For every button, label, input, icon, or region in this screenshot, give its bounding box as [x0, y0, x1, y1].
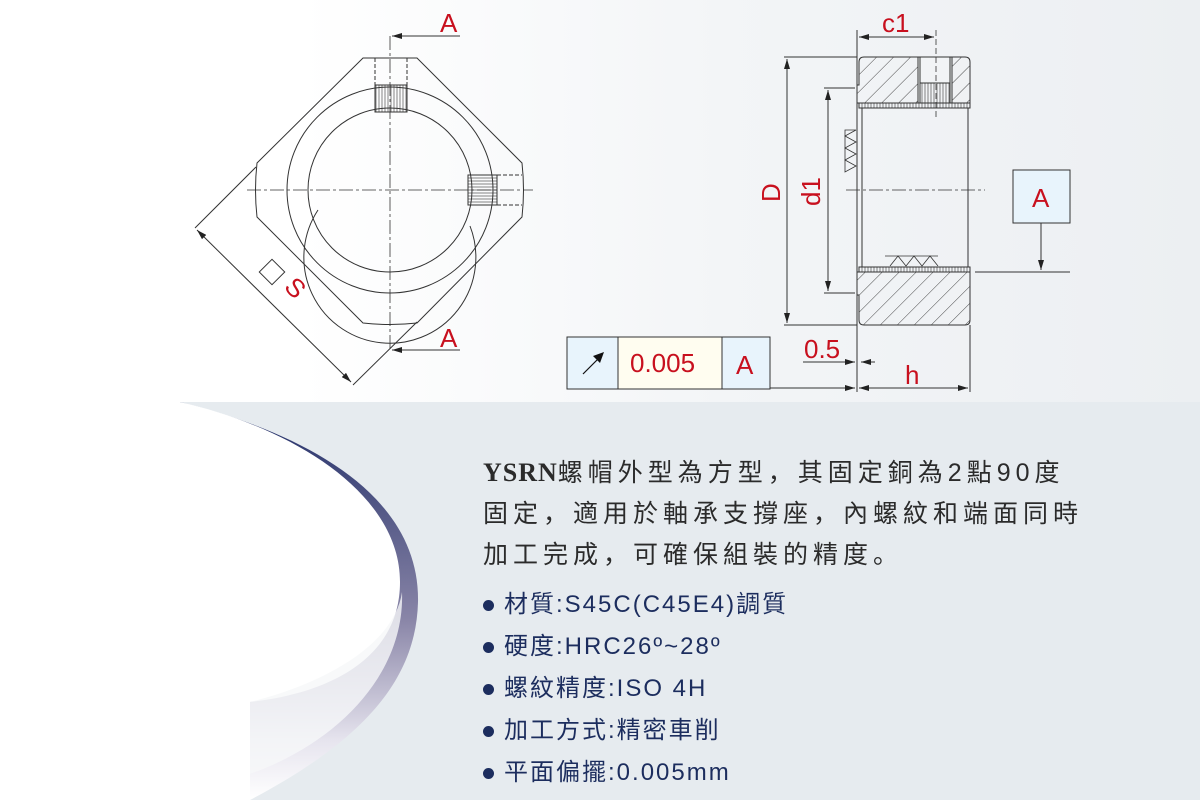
runout-arrow-icon [582, 352, 604, 375]
section-view [770, 30, 1070, 392]
spec-label: 平面偏擺 [504, 759, 608, 786]
bullet-icon [483, 683, 494, 695]
top-locking-thread [374, 84, 408, 113]
spec-item-face-runout: 平面偏擺:0.005mm [483, 752, 788, 794]
spec-list: 材質:S45C(C45E4)調質 硬度:HRC26º~28º 螺紋精度:ISO … [483, 584, 788, 794]
h-label: h [905, 360, 919, 390]
description-text: 螺帽外型為方型，其固定銅為2點90度 [557, 459, 1065, 487]
spec-item-hardness: 硬度:HRC26º~28º [483, 626, 788, 668]
bullet-icon [483, 725, 494, 737]
spec-label: 材質 [504, 591, 556, 618]
offset-label: 0.5 [804, 334, 840, 364]
spec-item-thread-accuracy: 螺紋精度:ISO 4H [483, 668, 788, 710]
spec-label: 螺紋精度 [504, 675, 608, 702]
decorative-swoosh [0, 402, 419, 800]
bullet-icon [483, 641, 494, 653]
bullet-icon [483, 767, 494, 779]
d1-label: d1 [796, 177, 826, 206]
spec-value: 精密車削 [616, 717, 721, 744]
datum-box: A [1012, 169, 1071, 224]
spec-label: 加工方式 [504, 717, 608, 744]
c1-label: c1 [882, 8, 909, 38]
description-line-3: 加工完成，可確保組裝的精度。 [483, 541, 904, 569]
spec-value: 0.005mm [616, 759, 731, 786]
surface-finish-vertical [844, 129, 857, 173]
spec-item-material: 材質:S45C(C45E4)調質 [483, 584, 788, 626]
bottom-hatched-section [856, 271, 971, 326]
surface-finish-horizontal [889, 255, 939, 267]
spec-item-machining: 加工方式:精密車削 [483, 710, 788, 752]
product-description: YSRN螺帽外型為方型，其固定銅為2點90度 固定，適用於軸承支撐座，內螺紋和端… [483, 452, 1123, 576]
square-nut-outline [255, 57, 524, 325]
spec-value: ISO 4H [616, 675, 708, 702]
spec-value: HRC26º~28º [564, 633, 722, 660]
description-line-2: 固定，適用於軸承支撐座，內螺紋和端面同時 [483, 500, 1084, 528]
spec-value: S45C(C45E4)調質 [564, 591, 789, 618]
square-symbol [258, 258, 286, 286]
section-locking-thread [919, 82, 951, 104]
description-line-1: YSRN螺帽外型為方型，其固定銅為2點90度 [483, 452, 1123, 494]
tolerance-value: 0.005 [630, 348, 695, 378]
datum-label: A [1032, 183, 1050, 213]
bullet-icon [483, 599, 494, 611]
front-view [194, 33, 533, 386]
section-label-bottom: A [440, 323, 458, 353]
tolerance-datum: A [736, 350, 754, 380]
model-name: YSRN [483, 458, 558, 487]
section-label-top: A [440, 8, 458, 38]
D-label: D [756, 183, 786, 202]
s-dimension-line [196, 229, 352, 383]
s-label: S [279, 271, 312, 304]
top-hatched-section [856, 56, 971, 104]
tolerance-frame [566, 336, 771, 390]
spec-label: 硬度 [504, 633, 556, 660]
technical-drawing: A A S c1 D d1 0.5 h A [194, 8, 1071, 392]
